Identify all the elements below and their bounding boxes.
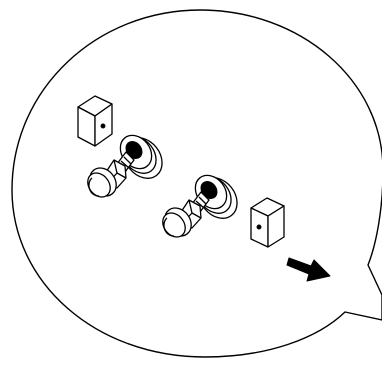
mounting-block-top: [77, 95, 113, 147]
mounting-block-right: [250, 197, 285, 248]
direction-arrow: [286, 257, 331, 282]
bumper-knob-upper: [87, 134, 163, 198]
bumper-knob-lower: [162, 174, 238, 238]
